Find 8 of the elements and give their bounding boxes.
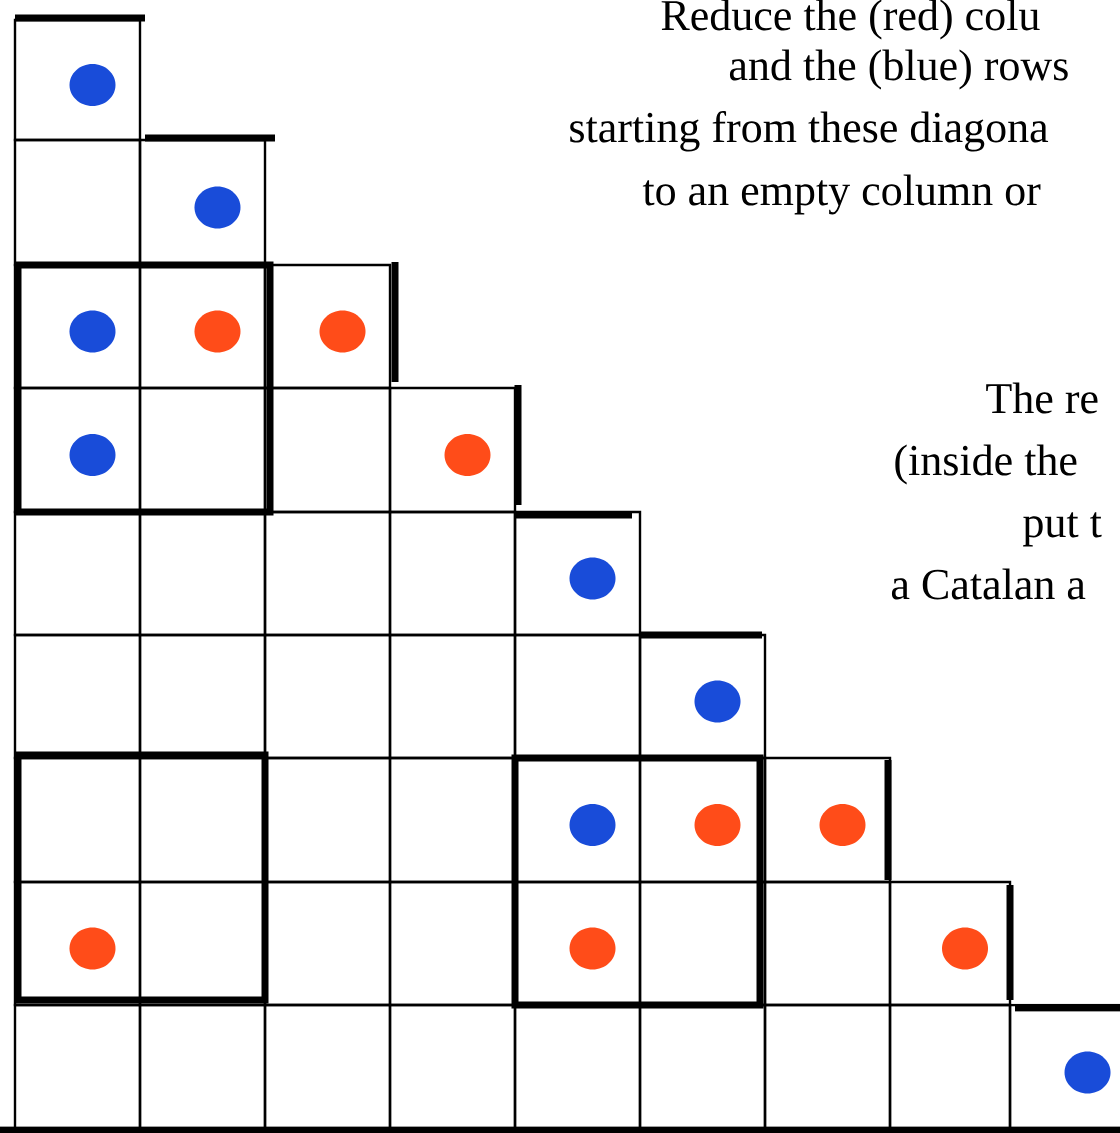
note-text: and the (blue) rows [729, 49, 1068, 90]
note-text: a Catalan a [891, 568, 1086, 600]
note-text: put t [1023, 512, 1102, 547]
note-text: The re [986, 382, 1098, 414]
note-text: (inside the [895, 444, 1077, 485]
note-text: Reduce the (red) colu [661, 0, 1040, 40]
note-text: to an empty column or [642, 174, 1041, 215]
note-text: starting from these diagona [570, 111, 1049, 152]
